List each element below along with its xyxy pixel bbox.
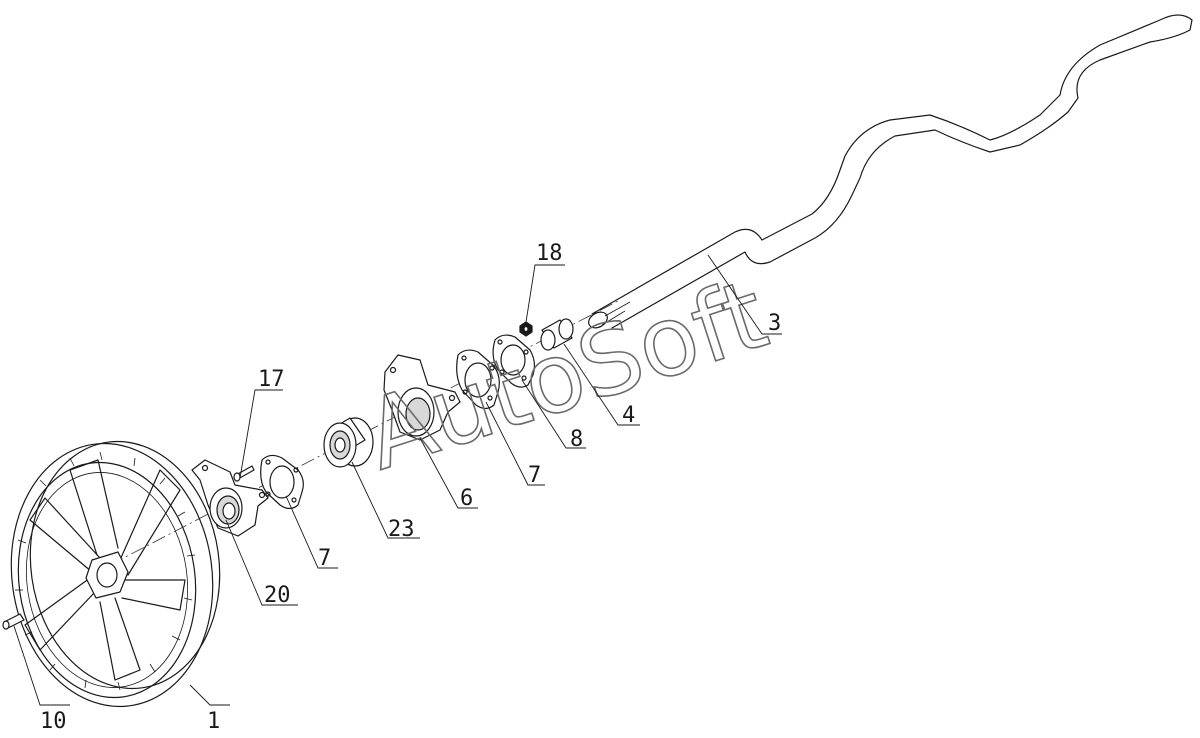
part-tube-shaft	[588, 14, 1193, 329]
callout-17: 17	[258, 367, 285, 392]
callout-4: 4	[622, 403, 635, 428]
part-bearing-housing	[191, 459, 269, 537]
part-pin	[2, 613, 25, 630]
callout-10: 10	[40, 709, 67, 734]
leader-lines	[13, 254, 782, 706]
callout-8: 8	[570, 427, 583, 452]
part-wheel-disc	[10, 440, 221, 708]
part-bolt	[233, 465, 255, 482]
part-bearing	[323, 417, 374, 468]
part-flanged-housing	[383, 354, 461, 441]
callout-3: 3	[768, 311, 781, 336]
part-gasket-right	[456, 349, 500, 410]
part-bushing	[540, 318, 574, 351]
callout-18: 18	[536, 241, 563, 266]
callout-23: 23	[388, 517, 415, 542]
callout-7-left: 7	[318, 546, 331, 571]
part-gasket-left	[260, 454, 304, 510]
callout-6: 6	[460, 486, 473, 511]
callout-20: 20	[264, 583, 291, 608]
callout-7-right: 7	[528, 463, 541, 488]
part-nut	[519, 321, 533, 337]
watermark-text: AutoSoft	[352, 258, 779, 492]
part-plate	[492, 334, 536, 388]
callouts: 1 3 4 6 7 7 8 10 17 18 20 23	[40, 241, 781, 734]
callout-1: 1	[207, 709, 220, 734]
